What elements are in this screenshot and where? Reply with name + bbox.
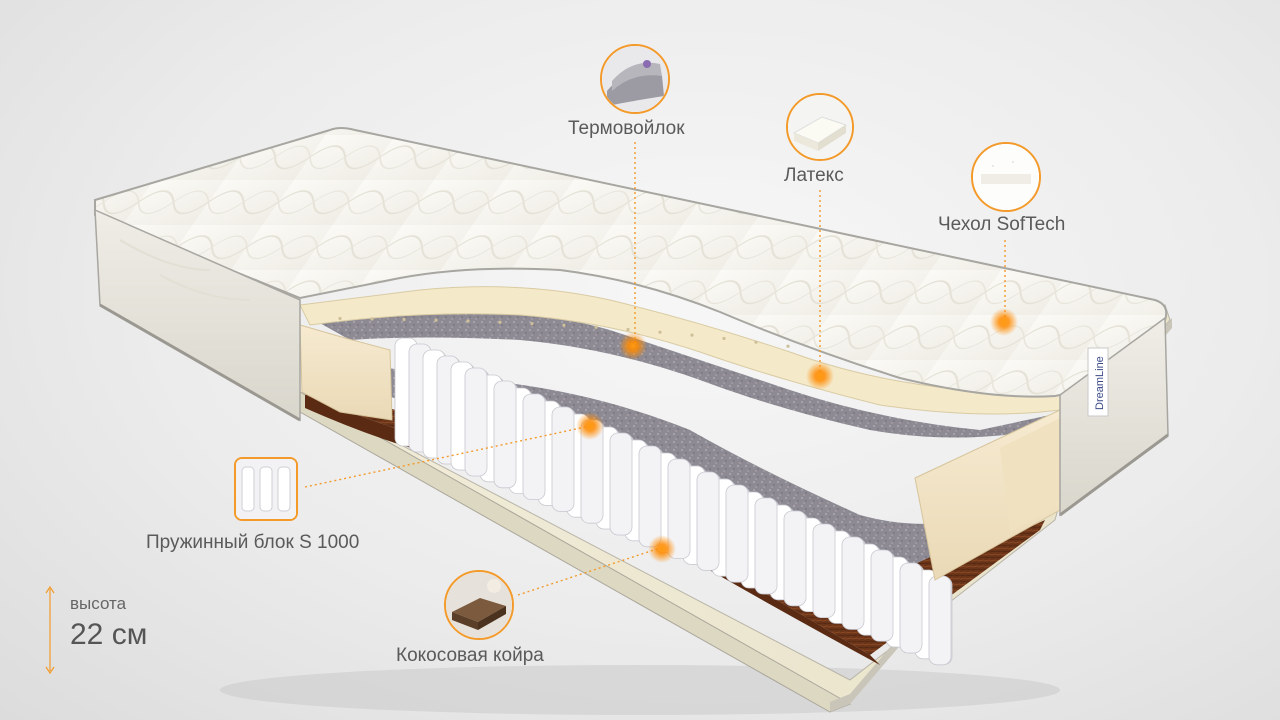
right-side-panel: [1059, 316, 1169, 517]
latex-hole: [690, 333, 694, 337]
latex-hole: [786, 344, 790, 348]
spring-pocket: [493, 380, 517, 489]
marker-springs: [576, 412, 604, 440]
latex-hole: [402, 317, 406, 322]
cover-fabric-icon: [971, 142, 1041, 212]
latex-hole: [722, 336, 726, 341]
spring-pocket: [870, 549, 894, 642]
spring-pocket: [551, 406, 575, 512]
spring-pocket: [928, 575, 952, 666]
spring-pocket: [725, 484, 749, 583]
latex-hole: [434, 318, 438, 322]
latex-hole: [530, 322, 534, 326]
left-side-panel: [94, 208, 301, 422]
spring-pocket: [754, 497, 778, 595]
height-caption: высота: [70, 594, 127, 613]
latex-hole: [658, 330, 662, 334]
upper-felt-layer: [318, 310, 1050, 438]
height-value: 22 см: [70, 618, 148, 651]
marker-latex: [806, 362, 834, 390]
spring-pocket: [841, 536, 865, 630]
latex-hole: [594, 325, 598, 329]
left-foam-edge: [299, 324, 393, 421]
marker-cover: [990, 308, 1018, 336]
latex-hole: [562, 323, 566, 327]
quilted-top-surface: [94, 127, 1168, 398]
height-arrow-icon: [45, 585, 55, 675]
marker-coir: [648, 535, 676, 563]
latex-hole: [498, 320, 502, 324]
felt-sample-icon: [600, 44, 670, 114]
spring-pocket: [812, 523, 836, 618]
spring-pocket: [638, 445, 662, 548]
spring-pocket: [667, 458, 691, 559]
spring-pocket: [783, 510, 807, 607]
brand-logo: DreamLine: [1087, 347, 1109, 417]
pocket-spring-block: [394, 337, 953, 666]
label-latex: Латекс: [784, 165, 844, 186]
latex-hole: [754, 340, 758, 344]
leader-springs: [304, 425, 591, 488]
latex-hole: [370, 317, 374, 321]
brand-logo-text: DreamLine: [1094, 356, 1106, 410]
spring-pocket: [522, 393, 546, 500]
spring-pocket: [696, 471, 720, 571]
label-springs: Пружинный блок S 1000: [146, 532, 360, 553]
spring-pocket: [899, 562, 923, 654]
floor-shadow: [220, 665, 1060, 715]
spring-pocket: [609, 432, 633, 536]
coconut-coir-icon: [444, 570, 514, 640]
label-cover: Чехол SofTech: [938, 214, 1066, 235]
latex-sample-icon: [786, 93, 854, 161]
label-felt: Термовойлок: [568, 118, 685, 139]
markers: [576, 308, 1018, 563]
latex-hole: [626, 327, 630, 332]
right-foam-edge: [914, 409, 1061, 581]
spring-pocket: [464, 367, 488, 477]
label-coir: Кокосовая койра: [396, 645, 544, 666]
marker-felt: [619, 332, 647, 360]
latex-hole: [466, 319, 470, 323]
leader-lines: [304, 142, 1006, 596]
spring-block-icon: [234, 457, 298, 521]
latex-hole: [338, 316, 342, 321]
